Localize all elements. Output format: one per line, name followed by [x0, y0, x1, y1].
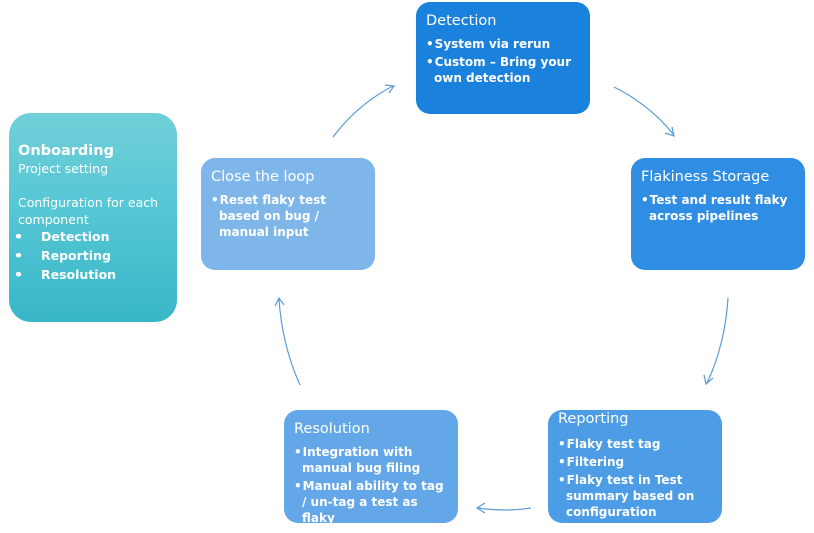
arrow-reporting-to-resolution	[477, 507, 532, 511]
flakiness-storage-node: Flakiness Storage Test and result flaky …	[631, 158, 805, 270]
reporting-title: Reporting	[558, 411, 629, 427]
storage-item: Test and result flaky across pipelines	[641, 192, 795, 224]
arrow-detection-to-storage	[613, 86, 674, 135]
reporting-item-summary: Flaky test in Test summary based on conf…	[558, 472, 712, 520]
resolution-item-bug-filing: Integration with manual bug filing	[294, 444, 448, 476]
reporting-item-filtering: Filtering	[558, 454, 712, 470]
arrow-storage-to-reporting	[706, 297, 729, 384]
close-list: Reset flaky test based on bug / manual i…	[211, 192, 365, 240]
resolution-title: Resolution	[294, 421, 370, 437]
onboarding-panel: Onboarding Project setting Configuration…	[9, 113, 177, 322]
arrowhead-1	[664, 126, 675, 137]
onboarding-list: •Detection •Reporting •Resolution	[15, 228, 168, 283]
detection-node: Detection System via rerun Custom – Brin…	[416, 2, 590, 114]
detection-item-system: System via rerun	[426, 36, 580, 52]
close-item-reset: Reset flaky test based on bug / manual i…	[211, 192, 365, 240]
onboarding-config-text: Configuration for each component	[18, 195, 159, 227]
detection-list: System via rerun Custom – Bring your own…	[426, 36, 580, 86]
onboarding-title: Onboarding	[18, 143, 114, 159]
storage-title: Flakiness Storage	[641, 169, 770, 185]
arrow-close-to-detection	[332, 85, 394, 138]
storage-list: Test and result flaky across pipelines	[641, 192, 795, 224]
arrowhead-3	[475, 502, 486, 514]
reporting-list: Flaky test tag Filtering Flaky test in T…	[558, 436, 712, 520]
close-title: Close the loop	[211, 169, 315, 185]
detection-item-custom: Custom – Bring your own detection	[426, 54, 580, 86]
arrowhead-2	[703, 374, 714, 386]
arrowhead-4	[274, 296, 285, 307]
onboarding-subtitle: Project setting	[18, 161, 109, 176]
reporting-node: Reporting Flaky test tag Filtering Flaky…	[548, 410, 722, 523]
reporting-item-tag: Flaky test tag	[558, 436, 712, 452]
arrowhead-5	[384, 84, 396, 94]
onboarding-item-detection: •Detection	[15, 228, 168, 245]
resolution-list: Integration with manual bug filing Manua…	[294, 444, 448, 526]
detection-title: Detection	[426, 13, 497, 29]
resolution-item-manual-tag: Manual ability to tag / un-tag a test as…	[294, 478, 448, 526]
arrow-resolution-to-close	[278, 298, 301, 386]
close-the-loop-node: Close the loop Reset flaky test based on…	[201, 158, 375, 270]
onboarding-item-reporting: •Reporting	[15, 247, 168, 264]
resolution-node: Resolution Integration with manual bug f…	[284, 410, 458, 526]
onboarding-item-resolution: •Resolution	[15, 266, 168, 283]
